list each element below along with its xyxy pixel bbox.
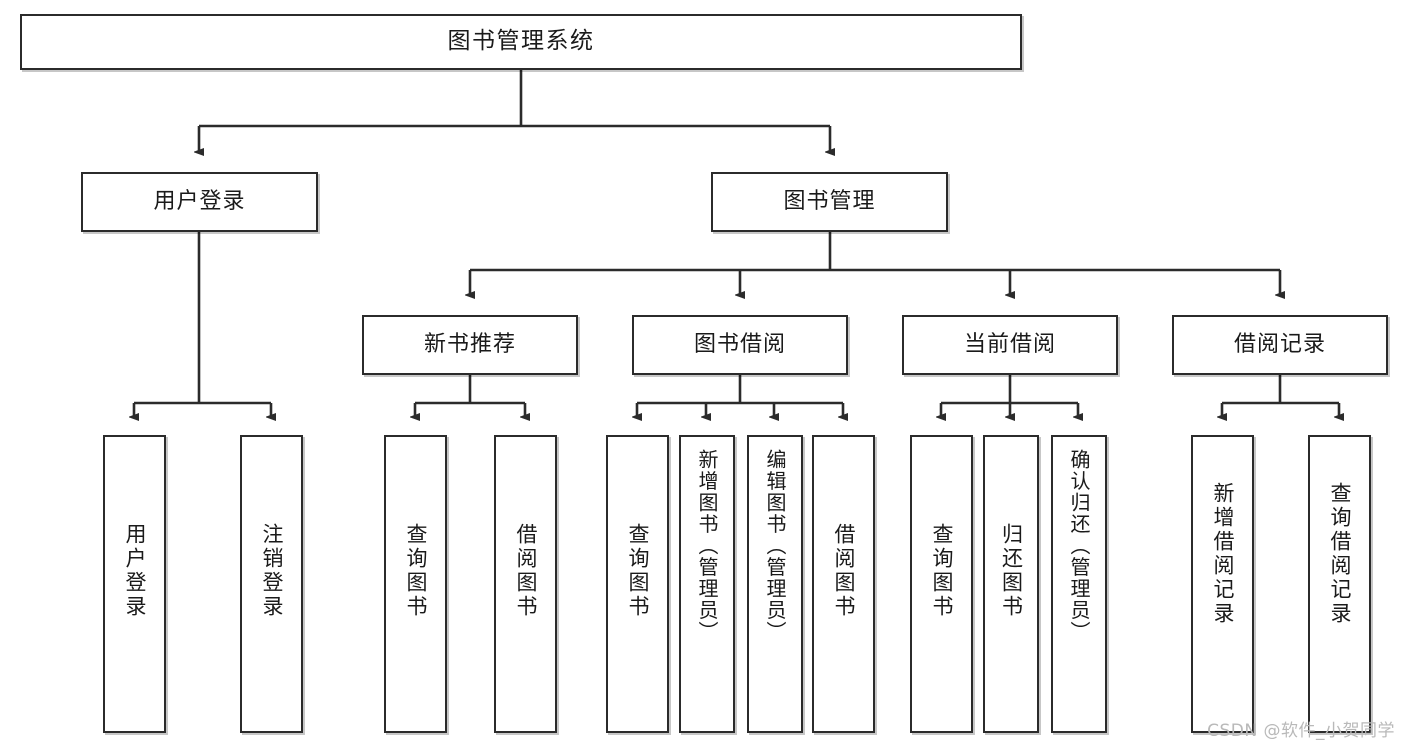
node-leaf-add-book-admin[interactable]: 新增图书（管理员） xyxy=(679,435,735,733)
node-user-login[interactable]: 用户登录 xyxy=(81,172,318,232)
node-root[interactable]: 图书管理系统 xyxy=(20,14,1022,70)
node-leaf-user-login-label: 用户登录 xyxy=(123,523,147,619)
node-leaf-query-borrow-record[interactable]: 查询借阅记录 xyxy=(1308,435,1371,733)
node-leaf-user-login[interactable]: 用户登录 xyxy=(103,435,166,733)
node-new-book-recommend-label: 新书推荐 xyxy=(423,332,516,358)
node-leaf-query-book-recommend[interactable]: 查询图书 xyxy=(384,435,447,733)
node-leaf-confirm-return-admin[interactable]: 确认归还（管理员） xyxy=(1051,435,1107,733)
node-root-label: 图书管理系统 xyxy=(447,28,595,55)
node-leaf-query-book-borrow-label: 查询图书 xyxy=(626,523,650,619)
node-leaf-query-book-current-label: 查询图书 xyxy=(930,523,954,619)
node-book-management-label: 图书管理 xyxy=(783,189,876,215)
node-book-management[interactable]: 图书管理 xyxy=(711,172,948,232)
node-leaf-borrow-book-recommend[interactable]: 借阅图书 xyxy=(494,435,557,733)
node-leaf-confirm-return-admin-label: 确认归还（管理员） xyxy=(1067,449,1091,643)
node-leaf-edit-book-admin-label: 编辑图书（管理员） xyxy=(763,449,787,643)
node-user-login-label: 用户登录 xyxy=(153,189,246,215)
node-borrow-record-label: 借阅记录 xyxy=(1233,332,1326,358)
node-leaf-return-book-label: 归还图书 xyxy=(999,523,1024,619)
node-leaf-borrow-book-label: 借阅图书 xyxy=(832,523,856,619)
node-leaf-query-borrow-record-label: 查询借阅记录 xyxy=(1328,482,1352,626)
node-new-book-recommend[interactable]: 新书推荐 xyxy=(362,315,578,375)
node-current-borrow-label: 当前借阅 xyxy=(963,332,1056,358)
node-leaf-query-book-current[interactable]: 查询图书 xyxy=(910,435,973,733)
node-book-borrow-label: 图书借阅 xyxy=(693,332,786,358)
node-leaf-borrow-book-recommend-label: 借阅图书 xyxy=(514,523,538,619)
node-leaf-logout-label: 注销登录 xyxy=(260,523,284,619)
node-leaf-add-borrow-record-label: 新增借阅记录 xyxy=(1211,482,1235,626)
node-leaf-query-book-recommend-label: 查询图书 xyxy=(404,523,428,619)
node-borrow-record[interactable]: 借阅记录 xyxy=(1172,315,1388,375)
node-current-borrow[interactable]: 当前借阅 xyxy=(902,315,1118,375)
node-leaf-return-book[interactable]: 归还图书 xyxy=(983,435,1039,733)
node-leaf-borrow-book[interactable]: 借阅图书 xyxy=(812,435,875,733)
node-leaf-add-book-admin-label: 新增图书（管理员） xyxy=(695,449,719,643)
node-leaf-add-borrow-record[interactable]: 新增借阅记录 xyxy=(1191,435,1254,733)
node-book-borrow[interactable]: 图书借阅 xyxy=(632,315,848,375)
node-leaf-query-book-borrow[interactable]: 查询图书 xyxy=(606,435,669,733)
node-leaf-logout[interactable]: 注销登录 xyxy=(240,435,303,733)
node-leaf-edit-book-admin[interactable]: 编辑图书（管理员） xyxy=(747,435,803,733)
